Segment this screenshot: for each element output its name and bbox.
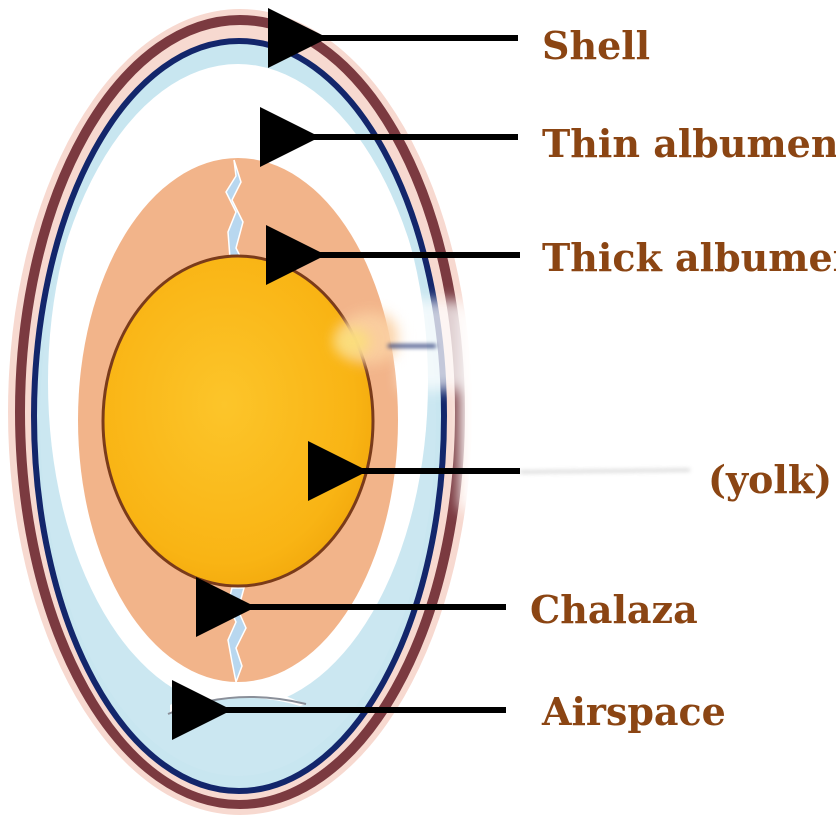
- yolk: [103, 256, 373, 586]
- label-thin-albumen: Thin albumen: [542, 121, 836, 166]
- label-airspace: Airspace: [541, 689, 726, 734]
- label-thick-albumen: Thick albumen: [542, 235, 836, 280]
- label-chalaza: Chalaza: [530, 587, 698, 632]
- label-yolk: (yolk): [708, 457, 832, 502]
- label-shell: Shell: [542, 23, 650, 68]
